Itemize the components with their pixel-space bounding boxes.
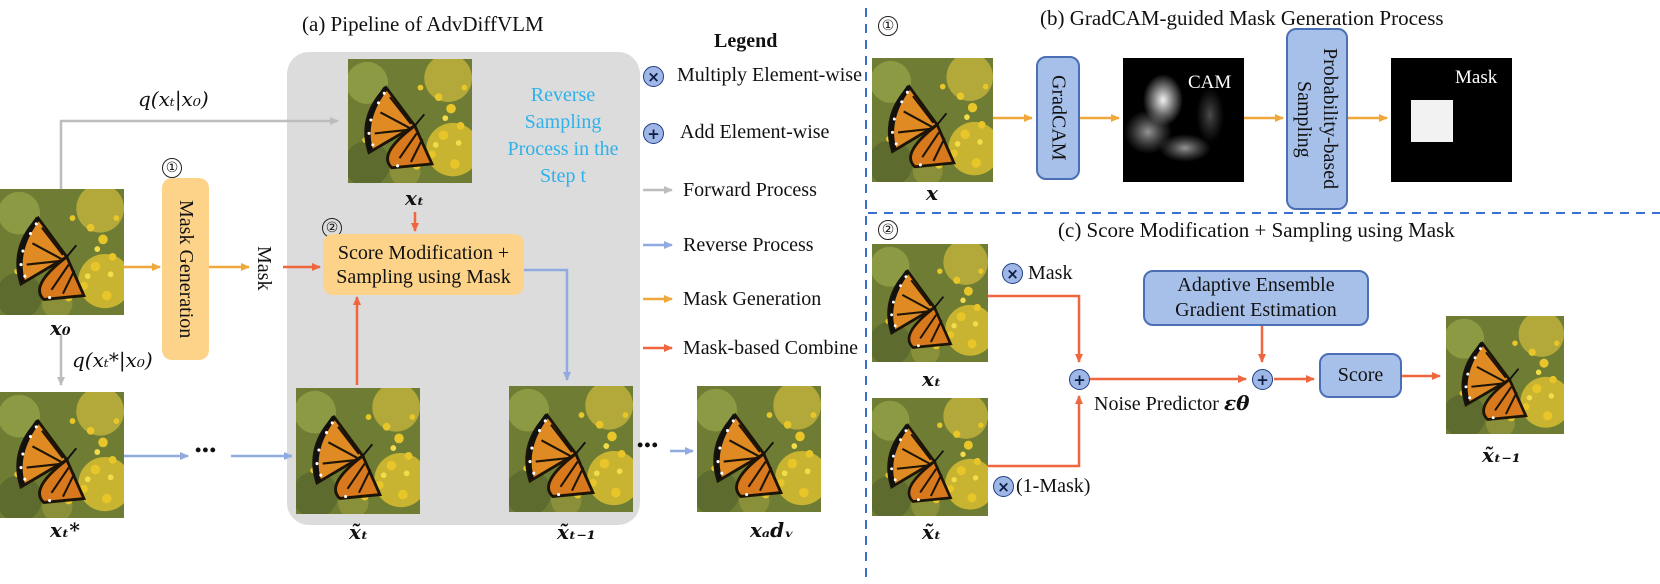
panel-b-step-marker: ① bbox=[878, 16, 898, 36]
image-x-b bbox=[868, 53, 1000, 186]
noise-predictor-text: Noise Predictor bbox=[1094, 393, 1219, 415]
image-xadv bbox=[693, 381, 828, 516]
panel-c-xt1-tilde-label: x̃ₜ₋₁ bbox=[1482, 443, 1521, 467]
image-xt-tilde bbox=[292, 383, 427, 518]
one-minus-mask-label: (1-Mask) bbox=[1016, 475, 1091, 497]
add-node-2: + bbox=[1252, 369, 1273, 390]
label-xt: xₜ bbox=[405, 186, 425, 210]
label-q-xt: q(xₜ|x₀) bbox=[138, 87, 209, 111]
step-one-marker: ① bbox=[162, 158, 182, 178]
image-xt-c bbox=[868, 239, 995, 365]
image-xt1-tilde-c bbox=[1442, 311, 1571, 437]
legend-multiply-icon: × bbox=[643, 66, 664, 87]
arrow-xttilde-add bbox=[988, 395, 1083, 468]
image-xt1-tilde bbox=[505, 381, 640, 516]
label-xadv: xₐdᵥ bbox=[750, 518, 794, 542]
probability-sampling-label: Probability-based Sampling bbox=[1293, 48, 1341, 190]
multiply-one-minus-mask-icon: × bbox=[993, 476, 1014, 497]
legend-multiply-label: Multiply Element-wise bbox=[677, 64, 862, 86]
legend-combine-label: Mask-based Combine bbox=[683, 337, 858, 359]
panel-c-title: (c) Score Modification + Sampling using … bbox=[1058, 218, 1455, 242]
legend-add-icon: + bbox=[643, 123, 664, 144]
label-xt-tilde: x̃ₜ bbox=[349, 520, 369, 544]
mask-factor-label: Mask bbox=[1028, 262, 1073, 284]
mask-label: Mask bbox=[253, 246, 275, 291]
mask-image bbox=[1391, 58, 1512, 182]
panel-b-x-label: x bbox=[926, 181, 938, 205]
legend-title: Legend bbox=[714, 30, 778, 52]
label-q-xtstar: q(xₜ*|x₀) bbox=[72, 348, 153, 372]
probability-sampling-box: Probability-based Sampling bbox=[1286, 28, 1348, 210]
mask-generation-label: Mask Generation bbox=[175, 199, 197, 339]
mask-image-label: Mask bbox=[1455, 67, 1498, 88]
panel-c-step-marker: ② bbox=[878, 220, 898, 240]
add-node-1: + bbox=[1069, 369, 1090, 390]
image-xt bbox=[344, 54, 479, 187]
cam-label: CAM bbox=[1188, 72, 1232, 93]
score-modification-box: Score Modification + Sampling using Mask bbox=[323, 234, 524, 295]
gradcam-box: GradCAM bbox=[1036, 56, 1080, 180]
panel-b-title: (b) GradCAM-guided Mask Generation Proce… bbox=[1040, 6, 1444, 30]
reverse-sampling-label: Reverse Sampling Process in the Step t bbox=[507, 84, 619, 187]
panel-c-xt-label: xₜ bbox=[922, 367, 942, 391]
legend-add-label: Add Element-wise bbox=[680, 121, 830, 143]
dots-ellipsis-1: ••• bbox=[195, 440, 217, 460]
arrow-xt-add bbox=[988, 294, 1083, 363]
panel-c-xt-tilde-label: x̃ₜ bbox=[922, 520, 942, 544]
multiply-mask-icon: × bbox=[1002, 263, 1023, 284]
dots-ellipsis-2: ••• bbox=[637, 435, 659, 455]
epsilon-theta-symbol: εθ bbox=[1223, 391, 1250, 415]
legend-maskgen-label: Mask Generation bbox=[683, 288, 822, 310]
score-box: Score bbox=[1319, 353, 1402, 398]
gradcam-label: GradCAM bbox=[1047, 75, 1070, 161]
image-x0 bbox=[0, 184, 132, 319]
noise-predictor-label: Noise Predictor εθ bbox=[1094, 391, 1249, 416]
mask-generation-box: Mask Generation bbox=[162, 178, 209, 360]
adaptive-ensemble-box: Adaptive Ensemble Gradient Estimation bbox=[1143, 270, 1369, 326]
image-xt-tilde-c bbox=[868, 393, 995, 519]
arrow-score-xt1 bbox=[524, 268, 571, 381]
legend-forward-label: Forward Process bbox=[683, 179, 817, 201]
label-xtstar: xₜ* bbox=[50, 518, 80, 542]
legend-reverse-label: Reverse Process bbox=[683, 234, 814, 256]
cam-image bbox=[1123, 58, 1244, 182]
panel-a-title: (a) Pipeline of AdvDiffVLM bbox=[302, 12, 544, 36]
label-xt1-tilde: x̃ₜ₋₁ bbox=[557, 520, 596, 544]
image-xtstar bbox=[0, 387, 132, 522]
label-x0: x₀ bbox=[50, 316, 71, 340]
arrow-forward-xt bbox=[59, 117, 339, 189]
